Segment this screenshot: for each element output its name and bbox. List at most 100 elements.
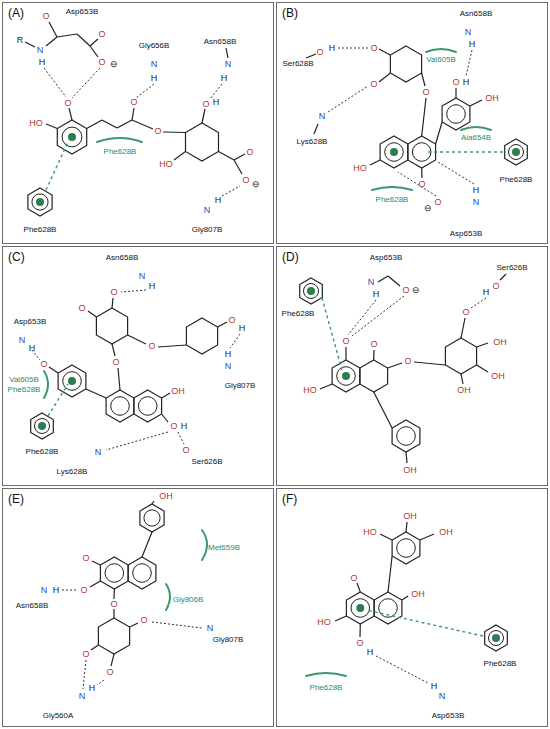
bond-line	[113, 609, 114, 618]
oxygen-label: OH	[493, 338, 507, 347]
oxygen-label: O	[370, 340, 377, 349]
residue-label: Asn658B	[460, 10, 492, 18]
bond-line	[388, 363, 402, 368]
oxygen-label: O	[78, 304, 85, 313]
residue-label: Gly807B	[225, 382, 256, 390]
hbond-line	[44, 68, 66, 97]
atom-label: ⊖	[252, 180, 260, 189]
nitrogen-label: N	[79, 692, 86, 701]
bond-line	[461, 318, 465, 338]
residue-label: Phe628B	[484, 660, 517, 668]
atom-label: H	[181, 422, 188, 431]
hydrophobic-label: Gly806B	[173, 596, 204, 604]
bond-line	[402, 596, 408, 600]
nitrogen-label: N	[473, 198, 480, 207]
oxygen-label: O	[82, 650, 89, 659]
atom-label: H	[149, 282, 156, 291]
bond-line	[406, 452, 407, 463]
hydrophobic-arc	[44, 371, 48, 398]
aromatic-circle	[138, 397, 157, 416]
aromatic-circle	[447, 105, 466, 124]
hbond-line	[83, 660, 86, 689]
panel-letter: (E)	[8, 493, 24, 505]
bond-line	[90, 46, 98, 57]
ring-structure	[128, 557, 156, 589]
panel-letter: (B)	[282, 7, 298, 19]
bond-line	[306, 54, 316, 58]
pi-center-dot	[68, 133, 76, 141]
oxygen-label: O	[350, 574, 357, 583]
bond-line	[422, 98, 426, 136]
hydrophobic-label: Val605B	[426, 56, 456, 64]
atom-label: H	[215, 196, 222, 205]
oxygen-label: O	[404, 357, 411, 366]
ring-structure	[57, 120, 86, 154]
ring-structure	[346, 592, 374, 624]
ring-structure	[31, 413, 54, 439]
atom-label: H	[473, 186, 480, 195]
oxygen-label: HO	[353, 164, 367, 173]
bond-line	[88, 311, 96, 317]
hydrophobic-label: Phe628B	[8, 386, 41, 394]
hbond-line	[121, 290, 146, 292]
ring-structure	[58, 365, 86, 397]
bond-line	[92, 561, 100, 565]
bond-line	[421, 168, 422, 178]
bond-line	[335, 616, 346, 621]
ring-structure	[392, 532, 420, 564]
oxygen-label: O	[154, 127, 161, 136]
bond-line	[477, 343, 488, 347]
atom-label: H	[151, 74, 158, 83]
oxygen-label: O	[140, 616, 147, 625]
oxygen-label: O	[80, 586, 87, 595]
atom-label: H	[373, 290, 380, 299]
oxygen-label: O	[370, 80, 377, 89]
aromatic-circle	[304, 284, 319, 299]
pi-center-dot	[356, 604, 364, 612]
hbond-line	[466, 50, 472, 76]
ring-structure	[332, 360, 360, 392]
atom-label: H	[39, 58, 46, 67]
oxygen-label: O	[82, 554, 89, 563]
oxygen-label: O	[418, 180, 425, 189]
residue-label: Ser628B	[282, 60, 313, 68]
oxygen-label: O	[316, 48, 323, 57]
hbond-line	[328, 86, 368, 112]
bond-line	[359, 624, 360, 637]
oxygen-label: HO	[29, 119, 43, 128]
bond-line	[163, 131, 186, 133]
nitrogen-label: N	[139, 272, 146, 281]
hbond-line	[338, 48, 368, 49]
atom-label: H	[483, 288, 490, 297]
atom-label: H	[89, 684, 96, 693]
atom-label: ⊖	[424, 204, 432, 213]
oxygen-label: HO	[303, 386, 317, 395]
ring-structure	[98, 618, 129, 654]
bond-line	[49, 367, 58, 373]
oxygen-label: HO	[317, 618, 331, 627]
oxygen-label: OH	[491, 372, 505, 381]
hbond-line	[438, 162, 474, 184]
oxygen-label: OH	[159, 492, 173, 501]
bond-line	[112, 344, 115, 356]
hydrophobic-label: Phe628B	[104, 148, 137, 156]
pi-center-dot	[492, 634, 500, 642]
hydrophobic-label: Ala654B	[461, 134, 491, 142]
bond-line	[219, 152, 235, 161]
oxygen-label: OH	[485, 94, 499, 103]
atom-label: H	[329, 44, 336, 53]
bond-line	[118, 368, 120, 390]
atom-label: H	[469, 40, 476, 49]
bond-line	[113, 589, 115, 599]
hbond-line	[471, 298, 486, 308]
hbond-line	[97, 680, 104, 685]
nitrogen-label: N	[319, 112, 326, 121]
bond-line	[112, 298, 113, 308]
residue-label: Gly807B	[213, 636, 244, 644]
panel-frame: (D)	[276, 246, 548, 486]
residue-label: Asn658B	[204, 38, 236, 46]
bond-line	[162, 393, 170, 398]
bond-line	[202, 109, 205, 123]
oxygen-label: HO	[159, 160, 173, 169]
